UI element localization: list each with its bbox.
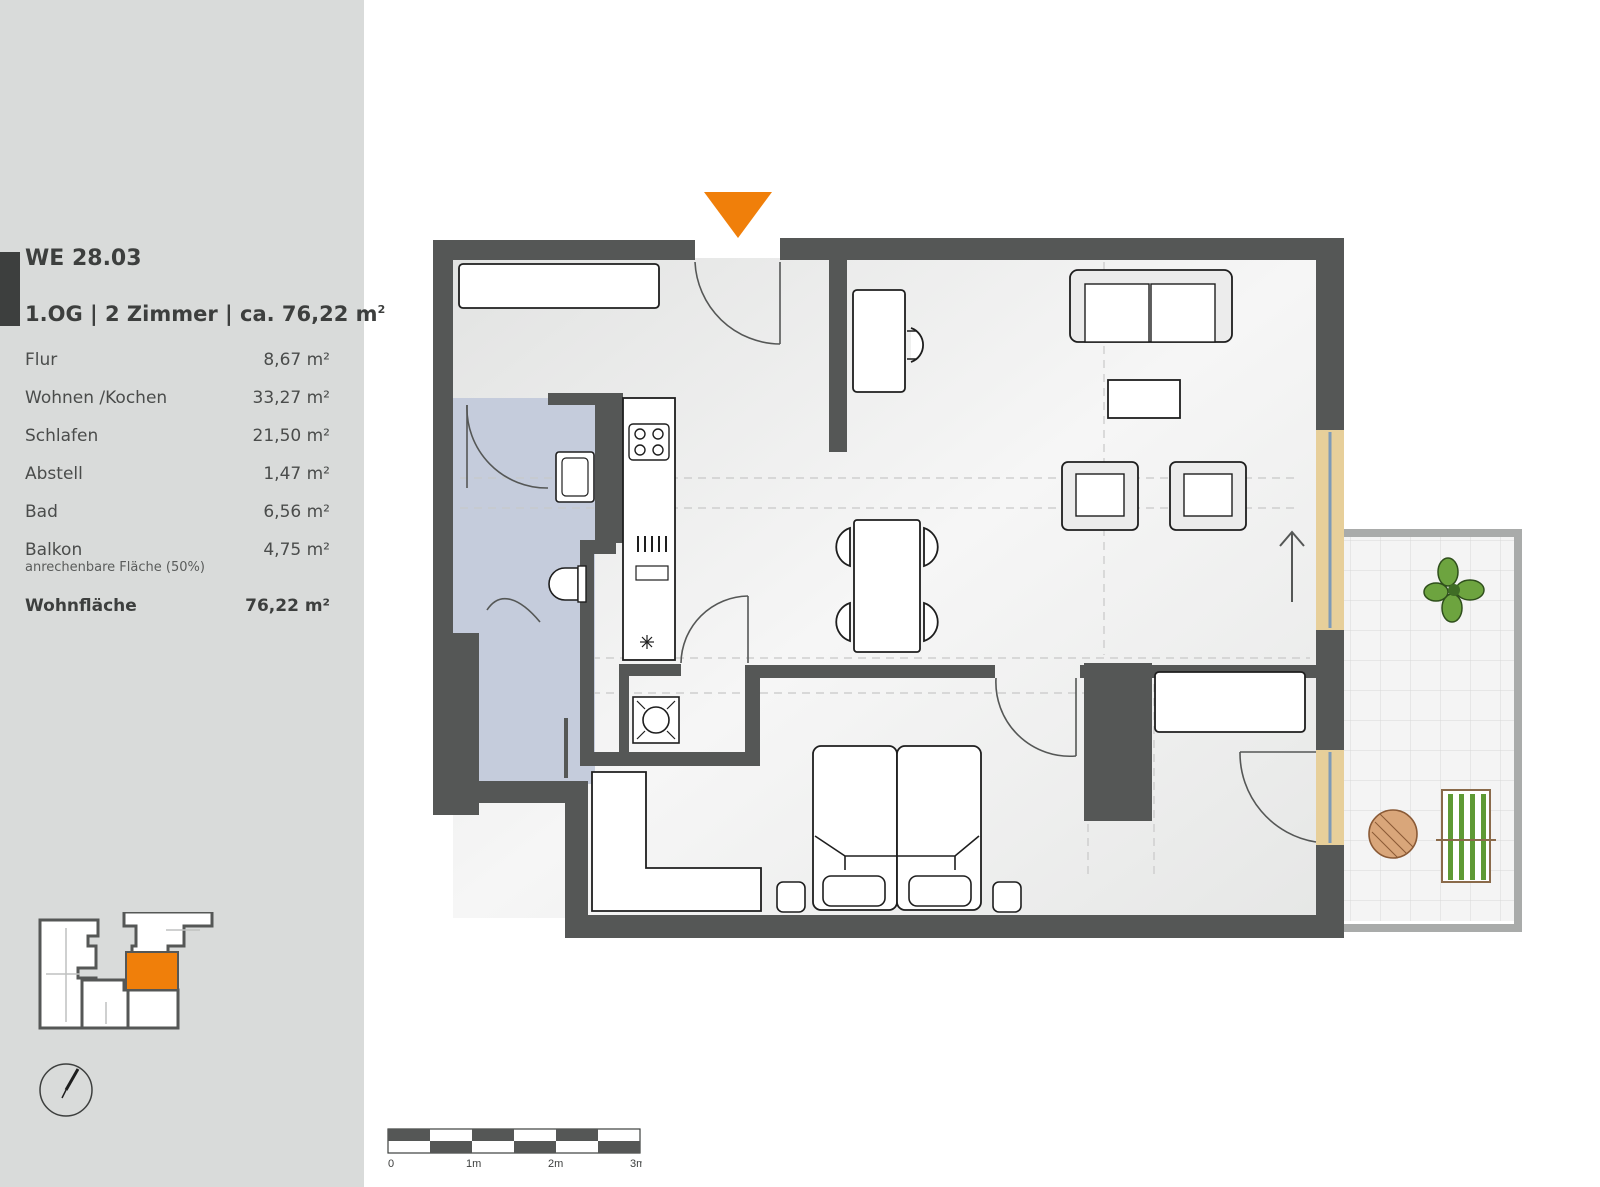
storage-appliance [632,696,680,744]
sink-icon [635,565,669,581]
kitchen-counter [622,397,676,661]
sideboard [1154,671,1306,733]
nightstand-left [776,881,806,913]
room-name: Balkon [25,540,83,560]
unit-id: WE 28.03 [25,246,142,271]
wardrobe [458,263,660,309]
coffee-table [1107,379,1181,419]
balcony-railing [1338,529,1522,932]
scale-label: 2m [548,1158,563,1170]
room-area: 1,47 m² [263,464,330,484]
total-name: Wohnfläche [25,596,137,616]
nightstand-right [992,881,1022,913]
room-area: 8,67 m² [263,350,330,370]
windows [1316,430,1344,845]
room-name: Abstell [25,464,83,484]
unit-area-prefix: ca. [240,302,275,326]
toilet [548,567,579,601]
doors [466,261,1317,843]
desk [852,289,924,393]
fridge-icon [640,635,654,649]
room-name: Flur [25,350,58,370]
unit-rooms: 2 Zimmer [104,302,218,326]
double-bed [812,745,982,911]
accent-bar [0,252,20,326]
entrance-triangle-icon [704,192,772,238]
unit-area-value: 76,22 [281,302,349,326]
key-plan-highlight [125,951,179,991]
up-arrow-icon [1279,530,1305,602]
walls [433,238,1344,938]
deck-chair [1436,789,1496,883]
unit-summary: 1.OG | 2 Zimmer | ca. 76,22 m2 [25,302,386,326]
sofa [1069,269,1233,343]
scale-label: 0 [388,1158,394,1170]
bedroom-wardrobe [591,771,762,912]
room-area: 4,75 m² [263,540,330,560]
room-area: 21,50 m² [252,426,330,446]
dining-table [835,519,939,653]
unit-area-unit: m [355,302,378,326]
armchair-left [1061,461,1139,531]
info-sidebar: WE 28.03 1.OG | 2 Zimmer | ca. 76,22 m2 … [0,0,385,1187]
room-area: 6,56 m² [263,502,330,522]
north-arrow-icon [39,1063,93,1117]
unit-floor: 1.OG [25,302,83,326]
room-name: Wohnen /Kochen [25,388,168,408]
scale-bar: 0 1m 2m 3m [387,1128,642,1170]
armchair-right [1169,461,1247,531]
room-name: Bad [25,502,58,522]
washbasin [555,451,595,503]
unit-area-exp: 2 [377,303,386,316]
floor-plan [433,192,1522,938]
room-note: anrechenbare Fläche (50%) [25,560,205,575]
cooktop-icon [628,423,670,461]
scale-label: 3m [630,1158,642,1170]
total-area: 76,22 m² [245,596,330,616]
plant-icon [1423,557,1485,623]
room-area: 33,27 m² [252,388,330,408]
dishwasher-icon [637,536,667,552]
key-plan [38,912,214,1030]
round-table [1368,809,1418,859]
scale-label: 1m [466,1158,481,1170]
bathroom-fixtures [548,451,595,603]
room-name: Schlafen [25,426,99,446]
